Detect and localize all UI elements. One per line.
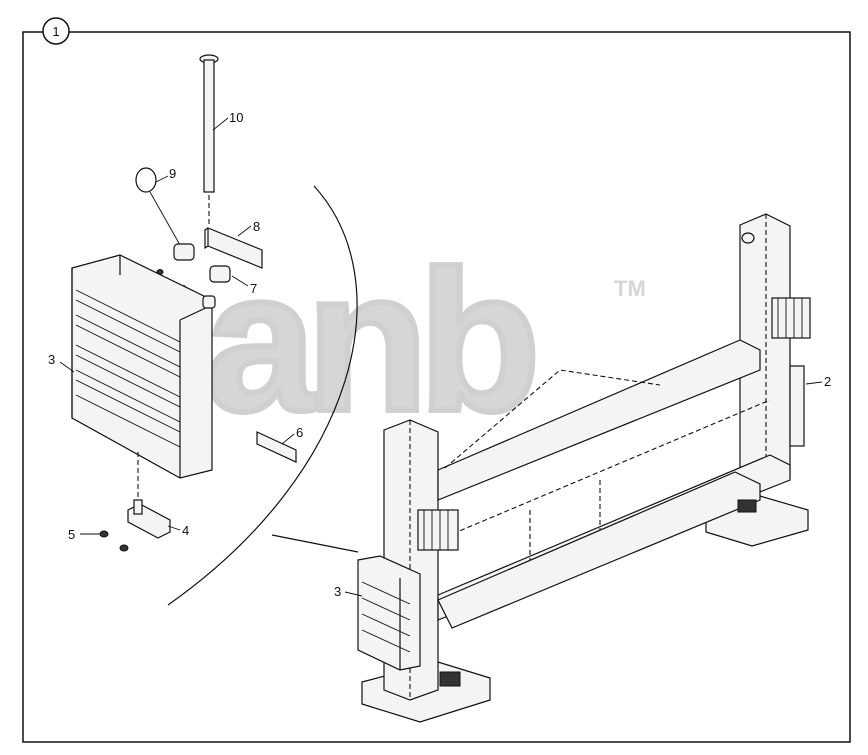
callout-4: 4 [182, 523, 189, 538]
pin-part-10 [199, 54, 219, 225]
main-frame-assembly [357, 213, 811, 723]
callout-2: 2 [824, 374, 831, 389]
callout-7: 7 [250, 281, 257, 296]
callout-labels: 10 9 8 7 6 5 4 3 3 2 [48, 110, 831, 599]
figure-number: 1 [52, 24, 59, 39]
callout-8: 8 [253, 219, 260, 234]
diagram-frame [22, 31, 851, 743]
step-cassette-mounted [357, 555, 421, 671]
detail-leader [271, 534, 359, 553]
callout-3-assembly: 3 [334, 584, 341, 599]
watermark-trademark: TM [614, 276, 646, 301]
latch-left [417, 509, 459, 551]
separator-curve [167, 185, 358, 606]
plate-part-8 [204, 227, 263, 269]
callout-6: 6 [296, 425, 303, 440]
clip-part-9 [135, 167, 181, 246]
callout-leaders [59, 117, 823, 597]
latch-right [771, 297, 811, 339]
bushing-part-7 [156, 243, 231, 291]
screw-part-5 [99, 530, 129, 552]
step-cassette-exploded [71, 254, 216, 505]
plate-part-6 [256, 431, 297, 463]
callout-5: 5 [68, 527, 75, 542]
side-rail-part-2 [789, 365, 805, 447]
callout-10: 10 [229, 110, 243, 125]
figure-number-badge: 1 [42, 17, 70, 45]
callout-3-detail: 3 [48, 352, 55, 367]
bracket-part-4 [127, 499, 171, 539]
callout-9: 9 [169, 166, 176, 181]
